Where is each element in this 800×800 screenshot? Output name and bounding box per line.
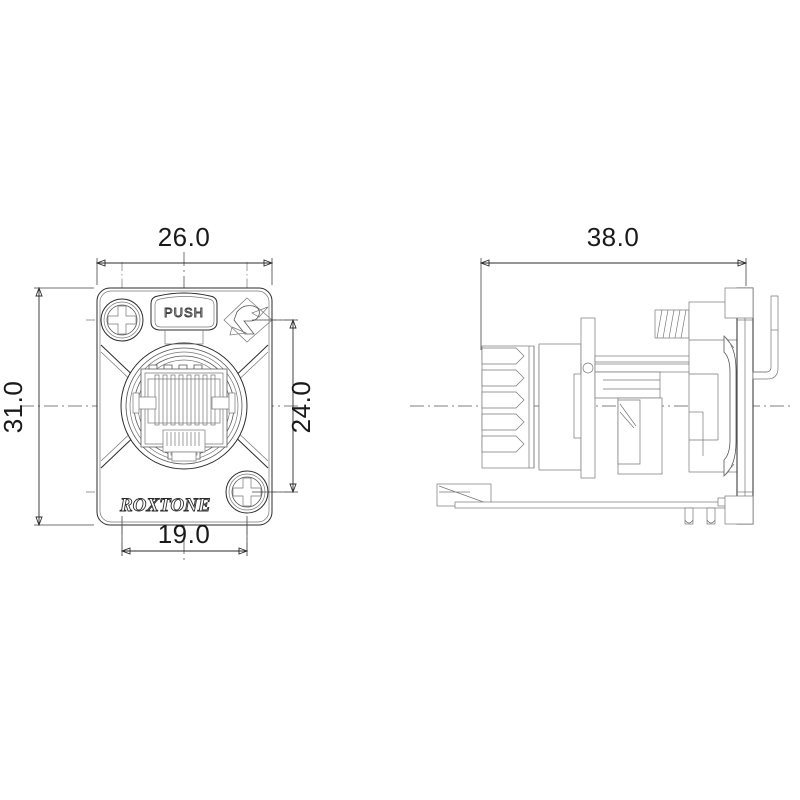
side-rear-block [688, 301, 738, 473]
dimension-side-depth-label: 38.0 [587, 222, 640, 252]
push-tab-inner [154, 296, 215, 328]
side-view: 38.0 [410, 222, 790, 525]
roxtone-r-logo-icon [223, 297, 273, 343]
side-bent-pin [752, 295, 779, 380]
rj45-latch-comb [166, 432, 200, 446]
dimension-front-width: 26.0 [95, 222, 274, 285]
push-tab[interactable] [150, 292, 218, 331]
push-tab-stem [164, 330, 204, 345]
dimension-front-width-label: 26.0 [158, 222, 211, 252]
dimension-hole-spacing-vertical-label: 24.0 [286, 381, 316, 434]
screw-top-left [100, 298, 144, 342]
dimension-hole-spacing-horizontal-label: 19.0 [158, 519, 211, 549]
brand-wordmark: ROXTONE [119, 495, 210, 516]
front-view: PUSH ROXTONE [0, 222, 316, 562]
side-shroud-fingers [481, 345, 540, 469]
side-latch-housing [580, 317, 596, 479]
side-slider-arm [594, 355, 704, 399]
push-label: PUSH [164, 305, 204, 320]
side-mid-riser [617, 397, 663, 475]
side-bottom-foot [724, 495, 754, 525]
front-flange-inner-edge [99, 290, 270, 523]
dimension-front-height: 31.0 [0, 286, 94, 527]
side-flange-plate [723, 287, 754, 525]
dimension-side-depth: 38.0 [479, 222, 748, 350]
dimension-hole-spacing-horizontal: 19.0 [120, 516, 249, 556]
dimension-hole-spacing-vertical: 24.0 [252, 318, 316, 494]
side-bottom-rail [436, 483, 740, 509]
rj45-latch-tongue [171, 451, 197, 462]
front-latch-boss-ring1 [125, 347, 243, 465]
side-top-tab [724, 287, 754, 319]
side-spring-icon [654, 309, 690, 339]
rj45-side-rails [132, 392, 236, 414]
dimension-front-height-label: 31.0 [0, 381, 28, 434]
